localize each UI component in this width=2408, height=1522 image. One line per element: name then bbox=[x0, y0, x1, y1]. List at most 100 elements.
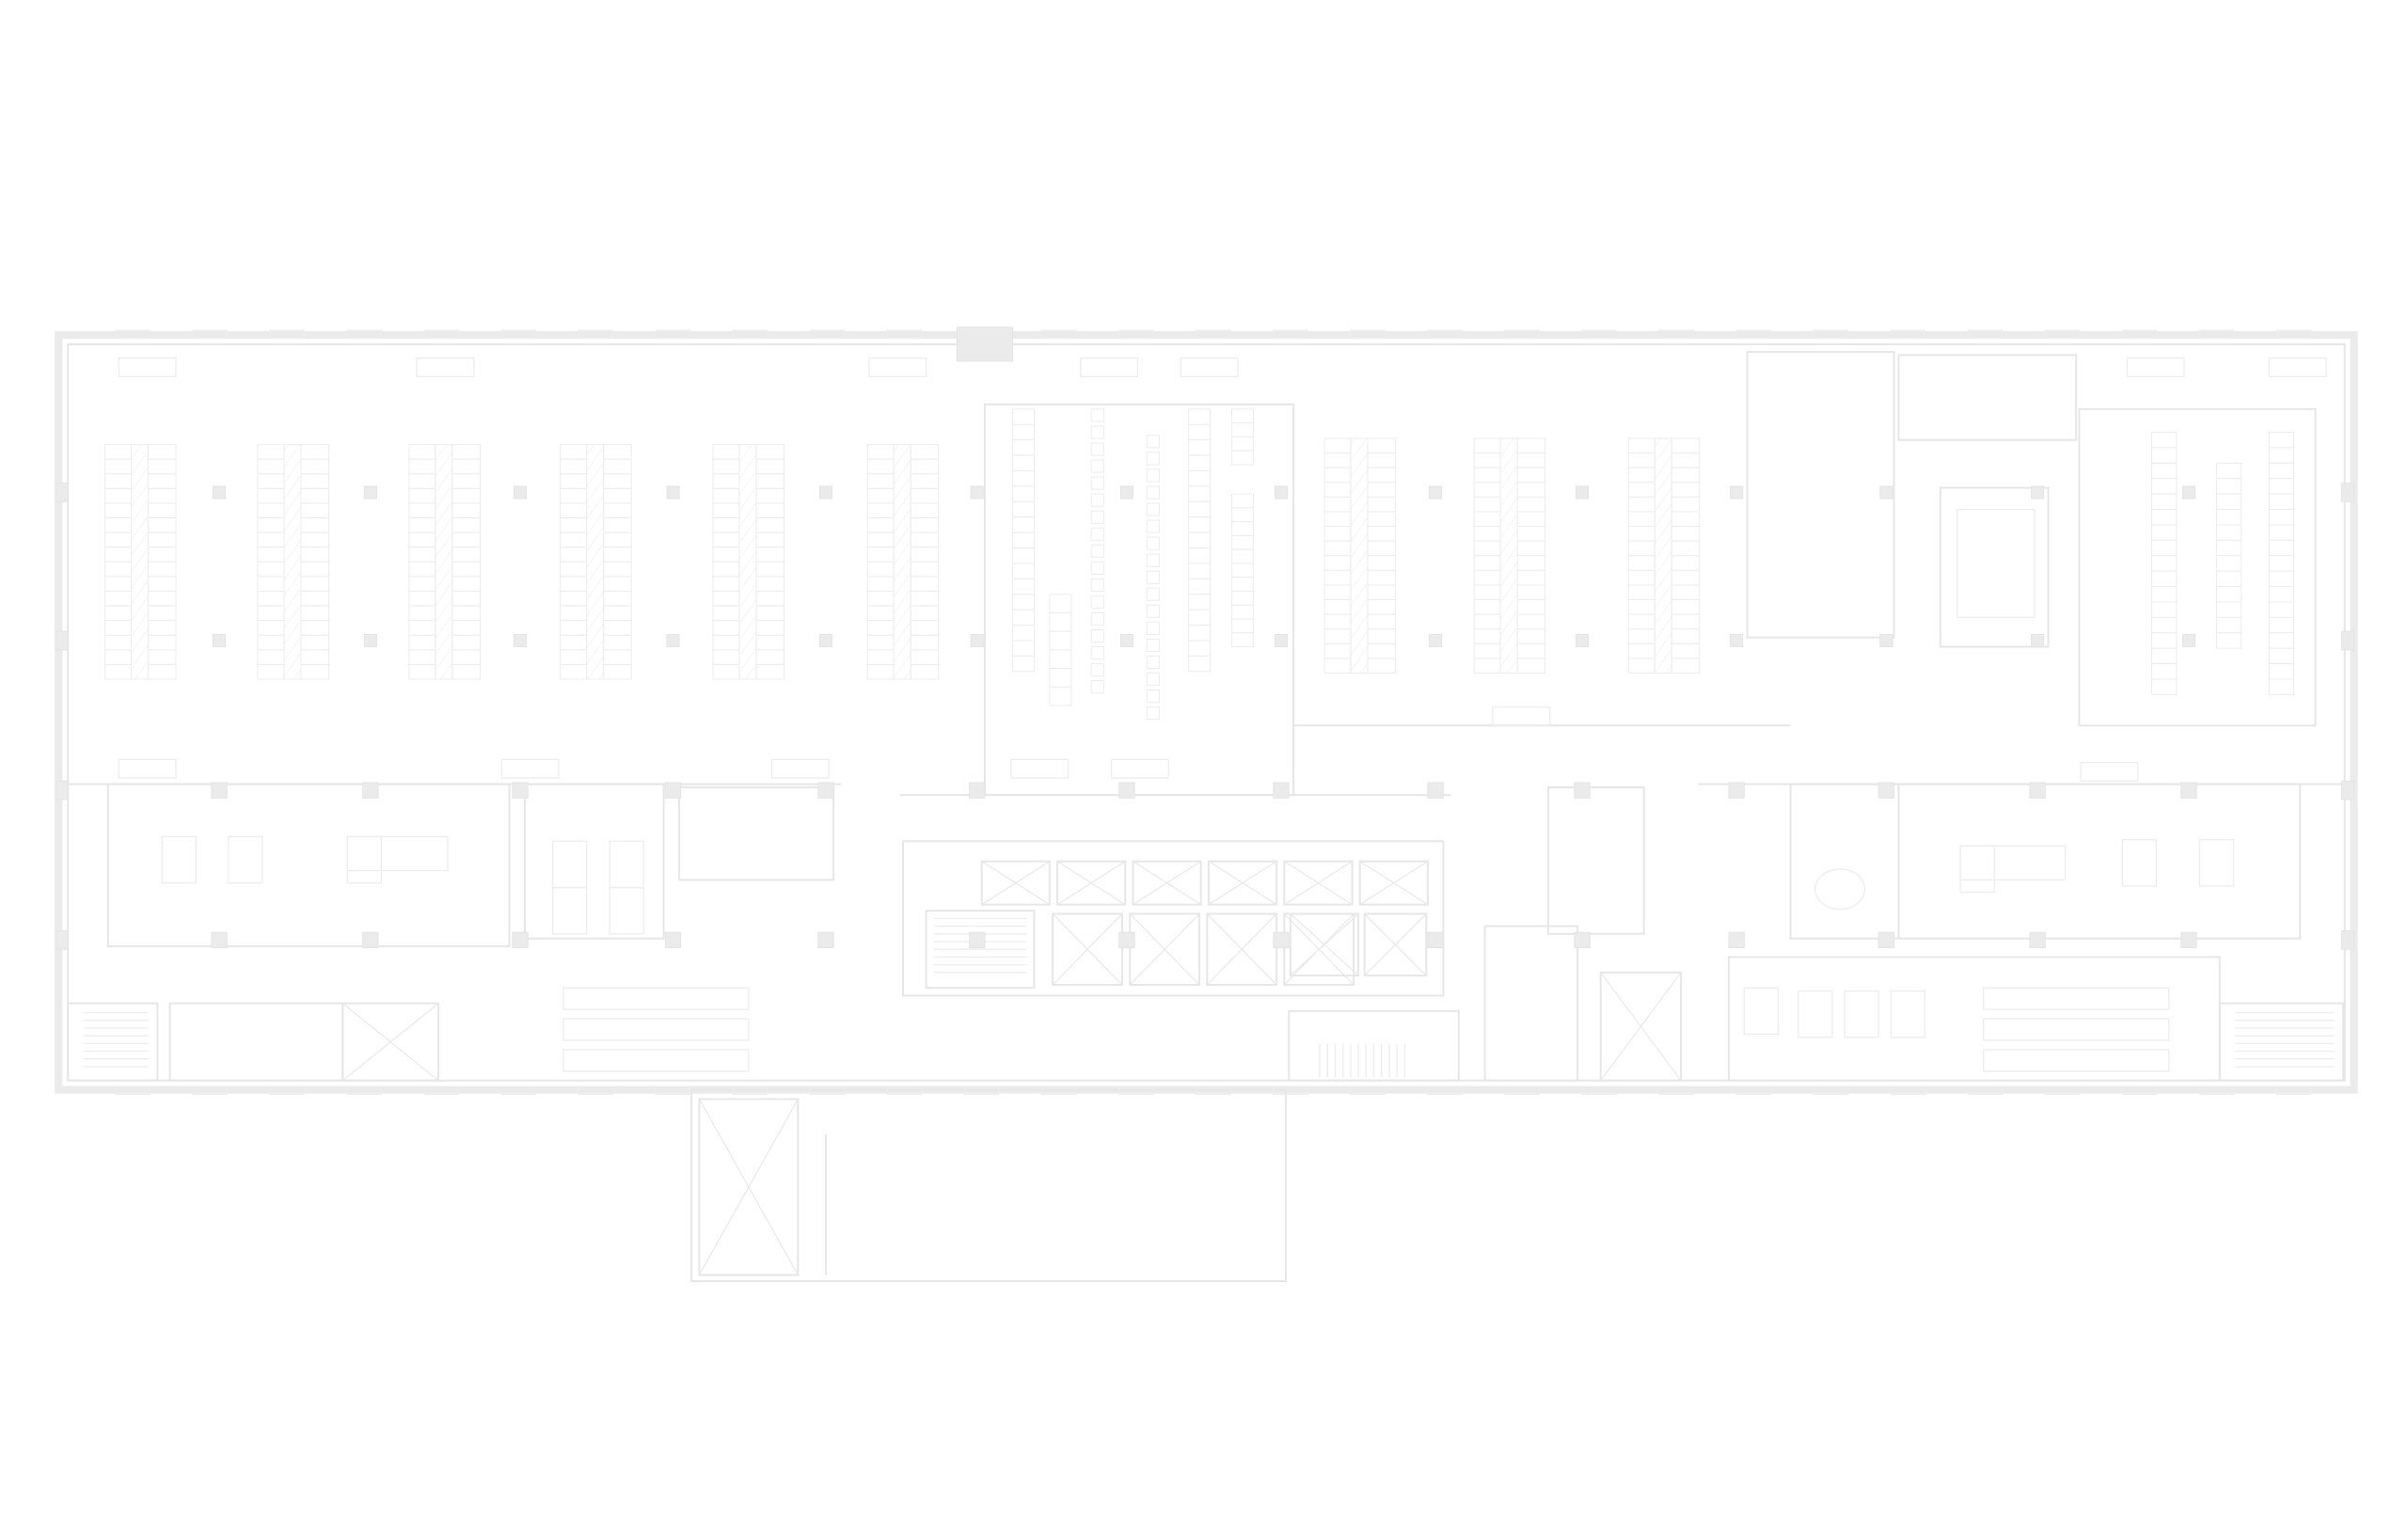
desk bbox=[560, 487, 588, 504]
desk bbox=[1473, 569, 1501, 586]
column bbox=[2031, 485, 2045, 499]
elevator-cross bbox=[1056, 861, 1126, 906]
desk bbox=[866, 591, 895, 607]
column bbox=[55, 780, 69, 801]
desk bbox=[1012, 640, 1035, 657]
column bbox=[1427, 782, 1444, 799]
table bbox=[228, 835, 263, 884]
table bbox=[1890, 990, 1926, 1038]
stair-room bbox=[67, 1002, 159, 1082]
desk bbox=[560, 649, 588, 665]
desk bbox=[1231, 408, 1255, 424]
desk bbox=[1473, 437, 1501, 454]
window-bay bbox=[886, 1086, 923, 1096]
column bbox=[1119, 633, 1134, 648]
window-bay bbox=[192, 1086, 228, 1096]
desk bbox=[2151, 524, 2178, 541]
column bbox=[1274, 485, 1289, 499]
column bbox=[363, 633, 377, 648]
desk bbox=[910, 620, 940, 636]
desk bbox=[1090, 663, 1104, 677]
desk bbox=[755, 605, 785, 622]
bench bbox=[562, 1049, 750, 1072]
desk bbox=[104, 561, 132, 578]
desk bbox=[866, 517, 895, 533]
desk bbox=[1146, 452, 1160, 466]
desk bbox=[148, 517, 177, 533]
desk bbox=[1671, 555, 1701, 571]
desk bbox=[408, 473, 436, 489]
desk bbox=[104, 531, 132, 548]
desk bbox=[1012, 485, 1035, 502]
window-bay bbox=[1504, 329, 1540, 340]
desk bbox=[408, 444, 436, 460]
table bbox=[551, 886, 588, 935]
desk bbox=[1012, 625, 1035, 642]
column bbox=[2340, 780, 2355, 801]
desk bbox=[755, 502, 785, 519]
entrance-block bbox=[956, 326, 1014, 362]
annex-outline bbox=[690, 1088, 1287, 1282]
desk bbox=[452, 531, 481, 548]
elevator bbox=[980, 860, 1051, 906]
table bbox=[609, 840, 644, 889]
column bbox=[969, 782, 986, 799]
elevator-cross bbox=[1359, 861, 1429, 906]
desk bbox=[1146, 655, 1160, 670]
toilet-room bbox=[1546, 785, 1645, 935]
desk bbox=[1012, 454, 1035, 471]
desk bbox=[104, 547, 132, 563]
desk bbox=[1367, 613, 1396, 630]
desk bbox=[560, 561, 588, 578]
desk bbox=[712, 502, 740, 519]
desk bbox=[1049, 611, 1072, 632]
desk bbox=[1231, 563, 1255, 579]
desk bbox=[408, 561, 436, 578]
desk bbox=[1090, 493, 1104, 507]
column bbox=[1728, 782, 1745, 799]
desk bbox=[603, 547, 632, 563]
meeting-room bbox=[1789, 783, 1900, 940]
desk bbox=[408, 547, 436, 563]
desk bbox=[560, 591, 588, 607]
desk bbox=[910, 591, 940, 607]
desk bbox=[1090, 595, 1104, 610]
desk bbox=[560, 531, 588, 548]
desk bbox=[1090, 680, 1104, 694]
desk-divider bbox=[893, 444, 911, 680]
desk bbox=[1367, 482, 1396, 498]
desk bbox=[2216, 632, 2242, 649]
desk bbox=[1627, 540, 1656, 557]
column bbox=[513, 485, 528, 499]
desk bbox=[300, 502, 330, 519]
window-bay bbox=[423, 329, 460, 340]
desk bbox=[408, 502, 436, 519]
window-bay bbox=[1427, 329, 1463, 340]
columns-layer bbox=[55, 483, 2355, 950]
desk bbox=[2268, 524, 2295, 541]
desk bbox=[1473, 511, 1501, 528]
desk bbox=[1188, 655, 1212, 673]
desk bbox=[1146, 553, 1160, 567]
column bbox=[1730, 485, 1744, 499]
column bbox=[2340, 483, 2355, 502]
desk bbox=[1473, 658, 1501, 674]
desk bbox=[866, 502, 895, 519]
desk bbox=[910, 487, 940, 504]
desk bbox=[1671, 642, 1701, 659]
window-bay bbox=[1273, 329, 1308, 340]
desk bbox=[2151, 539, 2178, 557]
desk bbox=[1627, 613, 1656, 630]
desk bbox=[1367, 555, 1396, 571]
desk bbox=[755, 531, 785, 548]
desk bbox=[2151, 447, 2178, 464]
desk bbox=[1473, 628, 1501, 644]
desk bbox=[1627, 658, 1656, 674]
desk bbox=[2151, 478, 2178, 495]
desk bbox=[452, 605, 481, 622]
window-bay bbox=[963, 1086, 1000, 1096]
desk bbox=[1516, 526, 1546, 542]
desk bbox=[2151, 601, 2178, 618]
window-bay bbox=[1581, 1086, 1617, 1096]
desk bbox=[1323, 628, 1352, 644]
